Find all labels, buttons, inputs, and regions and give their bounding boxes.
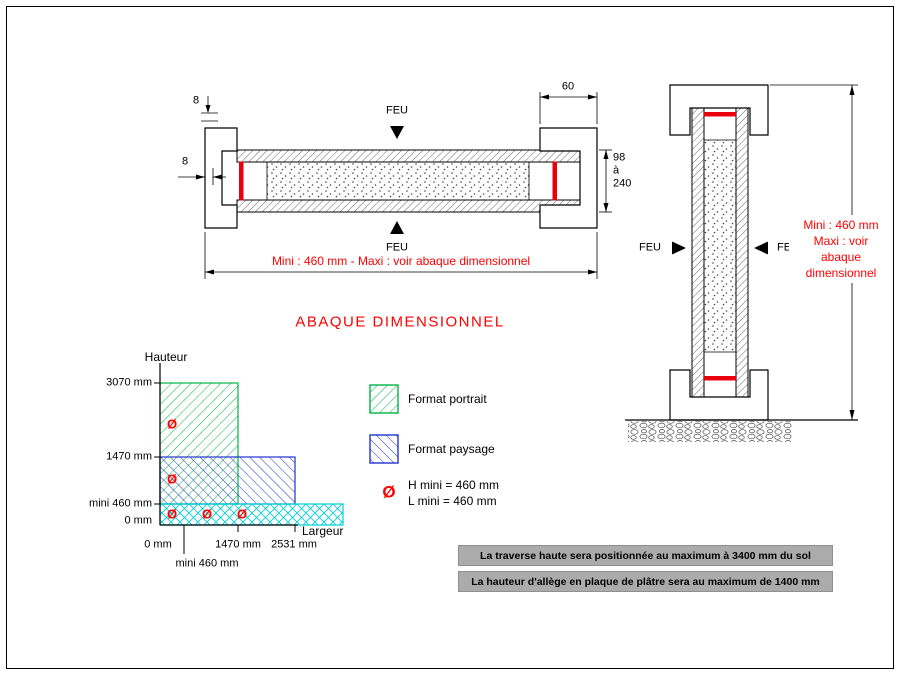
dim-height — [599, 149, 612, 213]
vertical-column-section — [625, 84, 858, 442]
wall-profile-right — [539, 127, 598, 229]
x-tick-2531: 2531 mm — [271, 538, 317, 551]
x-note-mini-460: mini 460 mm — [175, 557, 239, 570]
x-tick-0: 0 mm — [144, 538, 172, 551]
vertical-dim-note: Mini : 460 mm Maxi : voir abaque dimensi… — [789, 215, 893, 283]
fire-seal-bottom — [704, 376, 736, 381]
vertical-dim-note-line3: abaque — [820, 250, 862, 264]
fire-seal-top — [704, 112, 736, 117]
feu-arrow-right-icon — [672, 241, 686, 255]
fire-seal-right — [552, 161, 557, 201]
dim-length-note: Mini : 460 mm - Maxi : voir abaque dimen… — [271, 254, 531, 268]
x-axis-label: Largeur — [302, 524, 344, 538]
page-title: ABAQUE DIMENSIONNEL — [295, 313, 505, 331]
axis-ticks — [154, 382, 296, 554]
y-axis-label: Hauteur — [144, 350, 188, 364]
legend-l-mini-label: L mini = 460 mm — [408, 494, 497, 508]
forbidden-symbol-5: Ø — [236, 506, 248, 522]
forbidden-symbol-1: Ø — [166, 416, 178, 432]
column-glass-panel — [704, 140, 736, 352]
column-left-strip — [691, 99, 705, 401]
legend-swatch-portrait — [369, 384, 399, 414]
dim-height-label-240: 240 — [613, 177, 632, 190]
chart-region-paysage — [159, 456, 296, 505]
y-tick-3070: 3070 mm — [106, 376, 152, 389]
legend-swatches — [369, 384, 399, 464]
feu-arrow-up-icon — [390, 221, 404, 234]
feu-arrow-left-icon — [754, 241, 768, 255]
forbidden-symbol-4: Ø — [201, 506, 213, 522]
dim-8-top — [201, 96, 218, 122]
dim-length — [204, 232, 598, 279]
wall-profile-top — [669, 84, 769, 136]
forbidden-symbol-2: Ø — [166, 471, 178, 487]
beam-bottom-strip — [236, 199, 581, 213]
y-tick-1470: 1470 mm — [106, 450, 152, 463]
note-banner-2-text: La hauteur d'allège en plaque de plâtre … — [471, 575, 820, 588]
y-tick-mini-460: mini 460 mm — [89, 497, 152, 510]
note-banner-1-text: La traverse haute sera positionnée au ma… — [480, 549, 811, 562]
dim-8-left-label: 8 — [181, 155, 189, 168]
fire-seal-left — [239, 161, 244, 201]
horizontal-beam-section — [178, 92, 612, 279]
ground-texture — [628, 421, 792, 442]
note-banner-1: La traverse haute sera positionnée au ma… — [458, 545, 833, 566]
feu-label-left: FEU — [639, 241, 661, 254]
dim-8-top-label: 8 — [192, 94, 200, 107]
feu-label-bottom: FEU — [386, 241, 408, 254]
note-banner-2: La hauteur d'allège en plaque de plâtre … — [458, 571, 833, 592]
chart-region-forbidden-strip — [159, 503, 344, 526]
beam-top-strip — [236, 149, 581, 163]
vertical-dim-note-line1: Mini : 460 mm — [803, 218, 879, 232]
column-right-strip — [735, 99, 749, 401]
dim-60 — [539, 92, 598, 124]
y-tick-0: 0 mm — [124, 514, 153, 527]
vertical-dim-note-line2: Maxi : voir — [813, 234, 869, 248]
dim-height-label-a: à — [613, 164, 620, 177]
legend-paysage-label: Format paysage — [408, 442, 495, 456]
legend-forbidden-symbol: Ø — [382, 482, 396, 502]
legend-swatch-paysage — [369, 434, 399, 464]
feu-label-top: FEU — [386, 104, 408, 117]
forbidden-symbol-3: Ø — [166, 506, 178, 522]
dim-60-label: 60 — [561, 80, 575, 93]
abaque-chart — [154, 363, 344, 554]
glass-panel — [267, 162, 529, 200]
feu-arrow-down-icon — [390, 126, 404, 139]
legend-portrait-label: Format portrait — [408, 392, 487, 406]
feu-label-right: FEU — [777, 241, 799, 254]
x-tick-1470: 1470 mm — [215, 538, 261, 551]
dim-height-label-98: 98 — [613, 151, 626, 164]
legend-h-mini-label: H mini = 460 mm — [408, 478, 500, 492]
wall-profile-bottom — [669, 369, 769, 421]
vertical-dim-note-line4: dimensionnel — [805, 266, 877, 280]
